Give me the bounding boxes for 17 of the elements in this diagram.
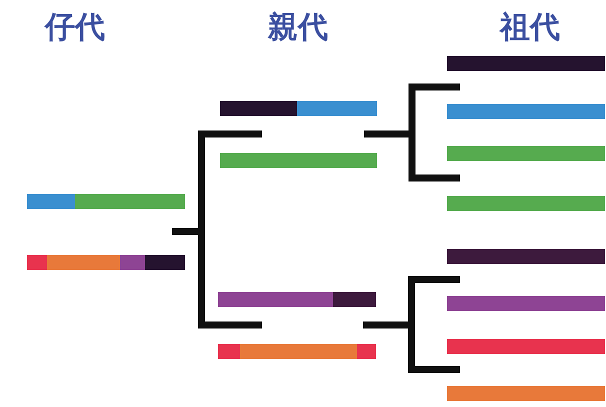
chromosome-bar xyxy=(447,338,605,354)
chromosome-bar xyxy=(27,254,185,270)
column-heading: 親代 xyxy=(268,9,328,47)
chromosome-bar xyxy=(447,248,605,264)
column-heading: 仔代 xyxy=(45,9,105,47)
chromosome-bar xyxy=(220,152,377,168)
chromosome-bar xyxy=(447,296,605,310)
chromosome-bar xyxy=(218,344,376,358)
chromosome-bar xyxy=(447,386,605,400)
chromosome-bar xyxy=(220,100,377,116)
chromosome-bar xyxy=(447,196,605,210)
chromosome-bar xyxy=(447,146,605,160)
chromosome-bar xyxy=(447,104,605,118)
column-heading: 祖代 xyxy=(500,9,560,47)
chromosome-bar xyxy=(218,292,376,306)
chromosome-bar xyxy=(447,56,605,70)
chromosome-bar xyxy=(27,194,185,208)
